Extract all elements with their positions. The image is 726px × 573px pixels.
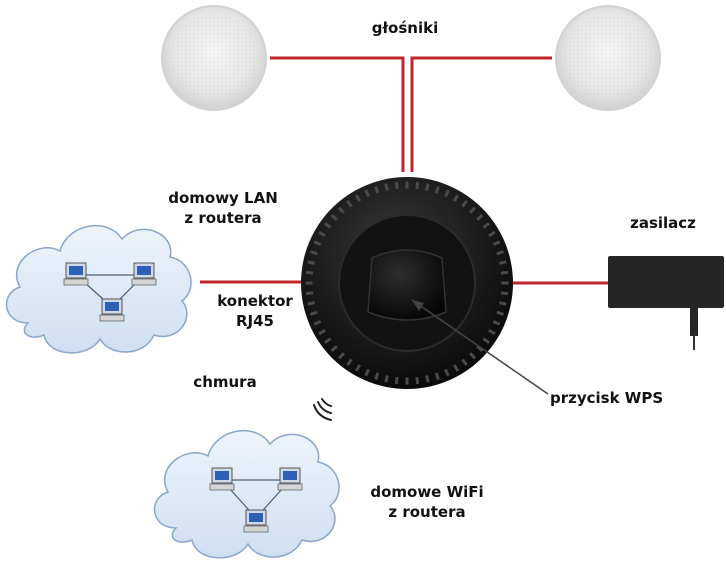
label-home-wifi: domowe WiFi z routera [352, 482, 502, 522]
vent-slot [415, 181, 420, 190]
vent-slot [310, 250, 318, 256]
vent-slot [346, 358, 353, 366]
cable-left-speaker [270, 56, 405, 172]
vent-slot [405, 181, 409, 189]
vent-slot [496, 310, 504, 316]
speaker-right [555, 5, 661, 111]
vent-slot [415, 376, 420, 385]
vent-slot [476, 345, 484, 353]
vent-slot [354, 364, 362, 372]
vent-slot [364, 189, 370, 198]
vent-slot [313, 320, 322, 326]
label-home-lan: domowy LAN z routera [148, 188, 298, 228]
vent-slot [461, 358, 468, 366]
vent-slot [305, 281, 313, 285]
streamer-device-icon [301, 177, 513, 389]
label-speakers: głośniki [360, 18, 450, 38]
label-power-supply-text: zasilacz [630, 214, 696, 232]
vent-slot [318, 230, 326, 238]
vent-slot [444, 368, 450, 377]
vent-slot [318, 328, 326, 336]
cable-right-speaker [410, 56, 552, 172]
vent-slot [394, 181, 399, 190]
vent-slot [310, 310, 318, 316]
cloud-network-icon [5, 224, 192, 354]
cables [200, 56, 608, 285]
vent-slot [330, 345, 338, 353]
vent-slot [337, 352, 345, 360]
computer-icon [63, 262, 89, 286]
wps-button[interactable] [367, 249, 447, 321]
vent-slot [330, 213, 338, 221]
vent-slot [452, 364, 460, 372]
label-cloud: chmura [180, 372, 270, 392]
label-wps-button: przycisk WPS [550, 388, 680, 408]
vent-slot [499, 260, 507, 265]
label-connector-line2: RJ45 [235, 312, 274, 330]
vent-slot [488, 230, 496, 238]
label-wps-button-text: przycisk WPS [550, 389, 664, 407]
vent-slot [492, 240, 501, 246]
vent-slot [307, 301, 315, 306]
vent-slot [394, 376, 399, 385]
vent-slot [305, 270, 314, 275]
vent-slot [374, 186, 380, 194]
vent-slot [425, 183, 430, 191]
label-home-lan-line2: z routera [184, 209, 262, 227]
label-speakers-text: głośniki [371, 19, 439, 37]
vent-slot [425, 375, 430, 383]
vent-slot [337, 206, 345, 214]
speaker-left [161, 5, 267, 111]
vent-slot [469, 352, 477, 360]
vent-slot [500, 291, 509, 296]
vent-slot [499, 301, 507, 306]
power-adapter-icon [608, 256, 724, 350]
label-power-supply: zasilacz [618, 213, 708, 233]
vent-slot [469, 206, 477, 214]
vent-slot [346, 200, 353, 208]
vent-slot [313, 240, 322, 246]
vent-slot [461, 200, 468, 208]
computer-icon [277, 467, 303, 491]
vent-slot [492, 320, 501, 326]
label-cloud-text: chmura [193, 373, 257, 391]
vent-slot [324, 222, 332, 229]
vent-slot [501, 281, 509, 285]
wps-pointer [411, 299, 549, 395]
computer-icon [243, 509, 269, 533]
label-connector-line1: konektor [217, 292, 293, 310]
label-home-wifi-line1: domowe WiFi [370, 483, 484, 501]
label-connector: konektor RJ45 [200, 291, 310, 331]
vent-slot [324, 337, 332, 344]
vent-slot [482, 337, 490, 344]
vent-slot [374, 372, 380, 380]
vent-slot [384, 375, 389, 383]
vent-slot [354, 194, 362, 202]
vent-slot [434, 372, 440, 380]
vent-slot [452, 194, 460, 202]
vent-slot [444, 189, 450, 198]
computer-icon [209, 467, 235, 491]
computer-icon [99, 298, 125, 322]
vent-slot [305, 291, 314, 296]
vent-slot [488, 328, 496, 336]
vent-slot [496, 250, 504, 256]
vent-slot [482, 222, 490, 229]
vent-slot [307, 260, 315, 265]
label-home-wifi-line2: z routera [388, 503, 466, 521]
cloud-network-icon [153, 429, 340, 559]
vent-slot [364, 368, 370, 377]
vent-slot [500, 270, 509, 275]
vent-slot [384, 183, 389, 191]
vent-slot [434, 186, 440, 194]
vent-slot [405, 377, 409, 385]
computer-icon [131, 262, 157, 286]
wifi-signal-icon [313, 398, 332, 421]
label-home-lan-line1: domowy LAN [168, 189, 278, 207]
vent-slot [476, 213, 484, 221]
